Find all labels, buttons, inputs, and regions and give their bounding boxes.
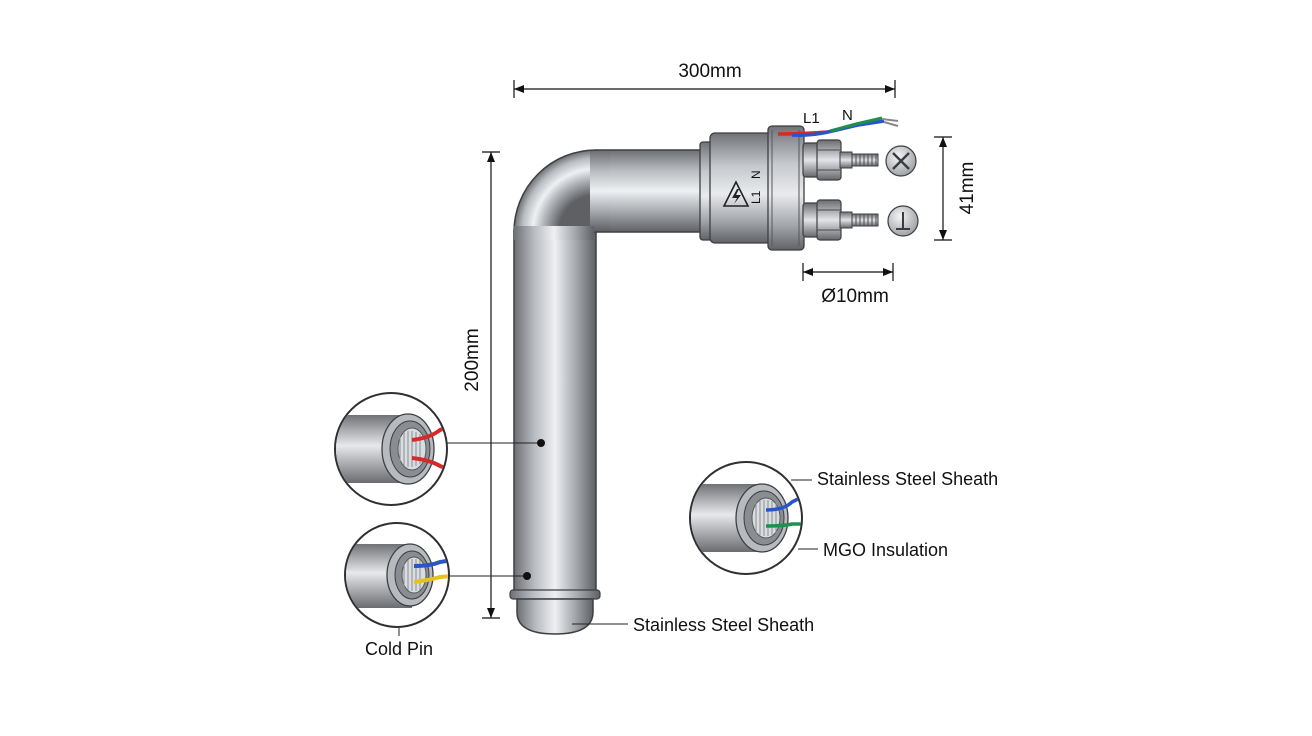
dimension-41 (934, 136, 952, 241)
callout-dot-lower (523, 572, 531, 580)
leader-lines (398, 442, 818, 636)
dimension-label-41: 41mm (957, 162, 978, 215)
cross-circle-icon (885, 145, 917, 177)
wire-label-live: L1 (803, 110, 820, 127)
terminal-stud-bottom (802, 199, 879, 241)
dimension-200 (482, 151, 500, 619)
callout-sheath-top: Stainless Steel Sheath (817, 469, 998, 489)
callout-sheath-bottom: Stainless Steel Sheath (633, 615, 814, 635)
callout-cold-pin: Cold Pin (365, 639, 433, 659)
head-marking-neutral: N (749, 170, 763, 179)
callout-dot-upper (537, 439, 545, 447)
head-marking-live: L1 (749, 190, 763, 204)
magnifier-cold-pin (344, 522, 450, 628)
dimension-label-10: Ø10mm (821, 286, 889, 307)
high-voltage-warning-icon (722, 180, 750, 207)
terminal-stud-top (802, 139, 879, 181)
magnifier-insulation (689, 461, 803, 575)
magnifier-cross-section-red (334, 392, 448, 506)
terminal-head: N L1 (699, 125, 805, 251)
callout-insulation: MGO Insulation (823, 540, 948, 560)
heating-tube (509, 149, 713, 635)
earth-symbol-icon (887, 205, 919, 237)
dimension-label-300: 300mm (678, 61, 741, 82)
lead-wires (777, 116, 899, 137)
dimension-10 (802, 263, 894, 281)
dimension-300 (513, 80, 896, 98)
dimension-label-200: 200mm (462, 328, 483, 391)
wire-label-neutral: N (842, 107, 853, 124)
